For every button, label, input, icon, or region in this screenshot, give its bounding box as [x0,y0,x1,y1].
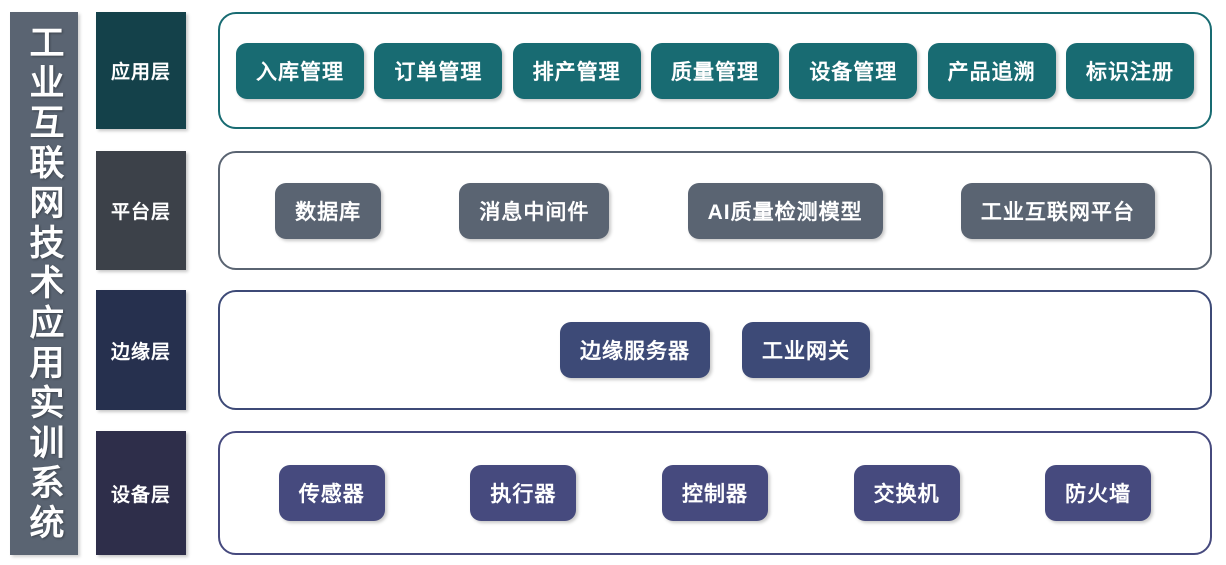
node-chip[interactable]: 设备管理 [789,42,918,99]
node-chip[interactable]: 排产管理 [512,42,641,99]
layer-label-1[interactable]: 应用层 [96,12,186,129]
node-chip[interactable]: 产品追溯 [927,42,1056,99]
layer-row-3: 边缘层边缘服务器工业网关 [96,290,1212,410]
layer-label-3[interactable]: 边缘层 [96,290,186,410]
node-chip[interactable]: 防火墙 [1045,465,1152,521]
layer-row-1: 应用层入库管理订单管理排产管理质量管理设备管理产品追溯标识注册 [96,12,1212,129]
node-chip[interactable]: 消息中间件 [459,182,610,239]
node-chip[interactable]: AI质量检测模型 [687,182,883,239]
layer-label-4[interactable]: 设备层 [96,431,186,555]
node-chip[interactable]: 入库管理 [236,42,364,99]
layer-container-2: 数据库 消息中间件 AI质量检测模型 工业互联网平台 [218,151,1212,270]
node-chip[interactable]: 数据库 [275,182,382,239]
node-chip[interactable]: 订单管理 [374,42,503,99]
system-title-bar: 工业互联网技术应用实训系统 [10,12,78,555]
node-chip[interactable]: 控制器 [661,465,768,521]
layer-label-2[interactable]: 平台层 [96,151,186,270]
node-chip[interactable]: 传感器 [278,465,385,521]
layer-container-3: 边缘服务器工业网关 [218,290,1212,410]
layer-row-4: 设备层 传感器 执行器 控制器 交换机 防火墙 [96,431,1212,555]
node-chip[interactable]: 执行器 [470,465,577,521]
node-chip[interactable]: 工业互联网平台 [960,182,1155,239]
node-chip[interactable]: 交换机 [853,465,960,521]
node-chip[interactable]: 质量管理 [650,42,779,99]
layer-container-4: 传感器 执行器 控制器 交换机 防火墙 [218,431,1212,555]
node-chip[interactable]: 标识注册 [1065,42,1194,99]
node-chip[interactable]: 工业网关 [742,322,870,378]
layer-container-1: 入库管理订单管理排产管理质量管理设备管理产品追溯标识注册 [218,12,1212,129]
node-chip[interactable]: 边缘服务器 [560,322,710,378]
layer-row-2: 平台层 数据库 消息中间件 AI质量检测模型 工业互联网平台 [96,151,1212,270]
system-title-text: 工业互联网技术应用实训系统 [24,23,64,544]
